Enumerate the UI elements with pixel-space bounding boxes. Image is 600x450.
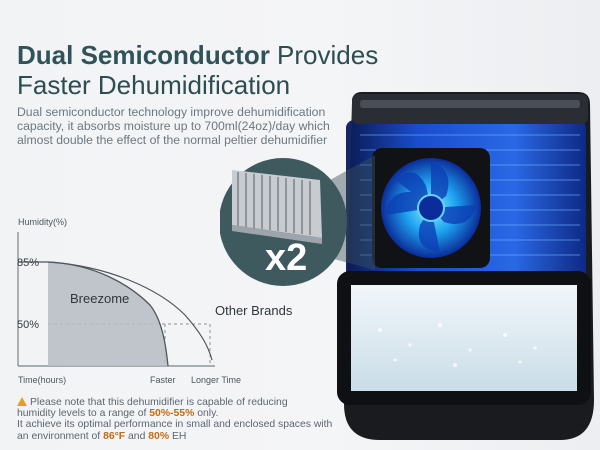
note-line2-end: only. [194, 408, 219, 420]
note-line2: humidity levels to a range of [17, 408, 150, 420]
headline-line2: Faster Dehumidification [17, 70, 291, 100]
headline: Dual Semiconductor Provides Faster Dehum… [17, 40, 378, 100]
note-eh: EH [169, 430, 187, 442]
note-temp: 86°F [103, 430, 126, 442]
series-breezome-area [48, 262, 168, 366]
disclaimer-note: Please note that this dehumidifier is ca… [17, 397, 437, 442]
ytick-85: 85% [17, 257, 39, 269]
y-axis-label: Humidity(%) [18, 217, 67, 227]
xtick-longer: Longer Time [191, 375, 241, 385]
label-other-brands: Other Brands [215, 303, 293, 318]
x-axis-label: Time(hours) [18, 375, 66, 385]
note-line1: Please note that this dehumidifier is ca… [30, 397, 288, 408]
headline-rest: Provides [269, 40, 379, 70]
humidity-chart: Humidity(%) 85% 50% Breezome Other Brand… [17, 217, 293, 385]
note-line4: an environment of [17, 430, 104, 442]
note-and: and [125, 430, 149, 442]
note-range: 50%-55% [149, 408, 195, 420]
warning-triangle-icon [17, 397, 27, 406]
water-tank [337, 271, 591, 405]
note-humidity: 80% [148, 430, 170, 442]
xtick-faster: Faster [150, 375, 176, 385]
description: Dual semiconductor technology improve de… [17, 105, 330, 147]
label-breezome: Breezome [70, 291, 129, 306]
ytick-50: 50% [17, 319, 39, 331]
note-line3: It achieve its optimal performance in sm… [17, 419, 333, 431]
product-illustration: x2 [220, 92, 594, 440]
headline-bold: Dual Semiconductor [17, 40, 270, 70]
series-other-line [47, 261, 213, 361]
top-panel [352, 94, 588, 124]
x2-badge: x2 [265, 237, 307, 279]
heatsink-icon [232, 170, 322, 244]
